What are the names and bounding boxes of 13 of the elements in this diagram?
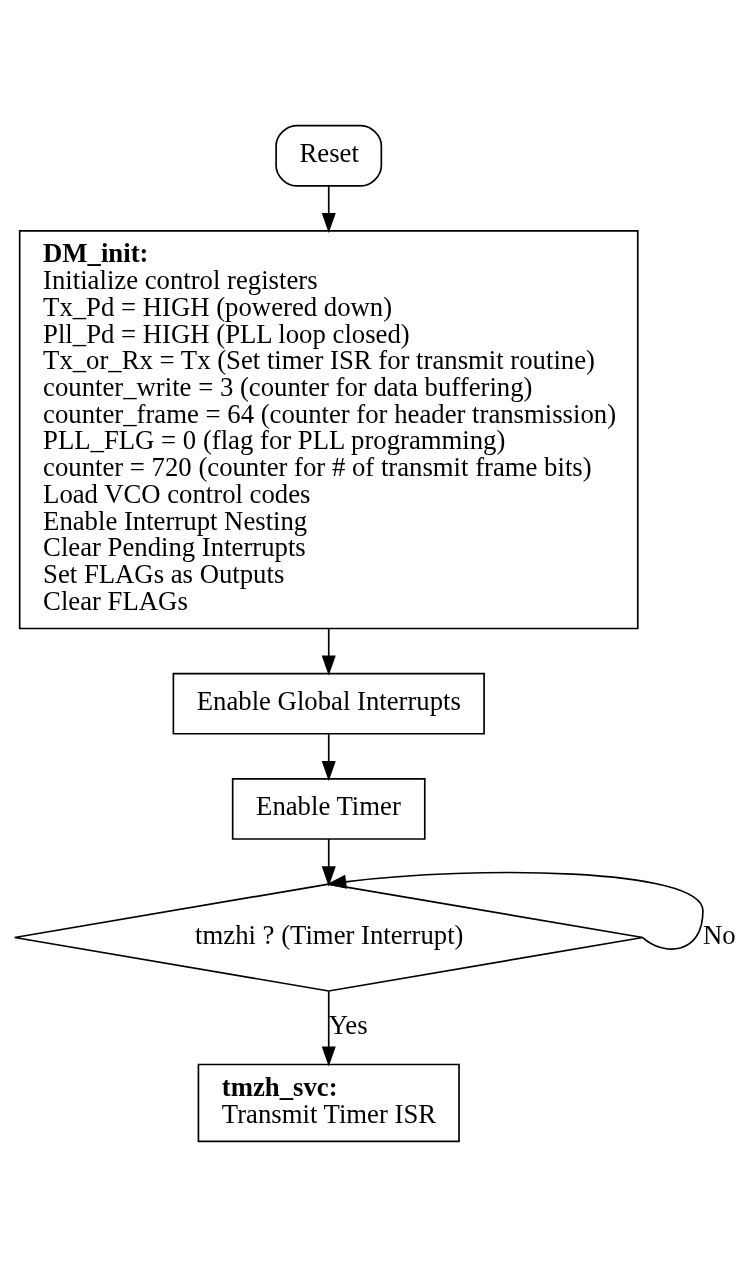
arrow [321, 627, 336, 676]
arrow [321, 185, 336, 234]
node-box: Enable Timer [231, 778, 426, 840]
node-box: Enable Global Interrupts [172, 672, 485, 735]
arrow [326, 871, 704, 950]
arrow [321, 838, 336, 887]
node-box: Reset [275, 124, 383, 187]
edge-label: No [702, 919, 736, 950]
arrow [321, 733, 336, 782]
node-box: DM_init: Initialize control registers Tx_Pd = HIGH (powered down) Pll_Pd = HIGH (PLL loop closed) Tx_or_Rx = Tx (Set timer ISR for transmit routine) counter_write = 3 (counter for data buffering) counter_frame = 64 (counter for header transmission) PLL_FLG = 0 (flag for PLL programming) counter = 720 (counter for # of transmit frame bits) Load VCO control codes Enable Interrupt Nesting Clear Pending Interrupts Set FLAGs as Outputs Clear FLAGs [18, 230, 639, 630]
node-diamond: tmzhi ? (Timer Interrupt) [13, 883, 644, 992]
arrow [321, 990, 336, 1067]
node-box: tmzh_svc: Transmit Timer ISR [197, 1063, 460, 1143]
